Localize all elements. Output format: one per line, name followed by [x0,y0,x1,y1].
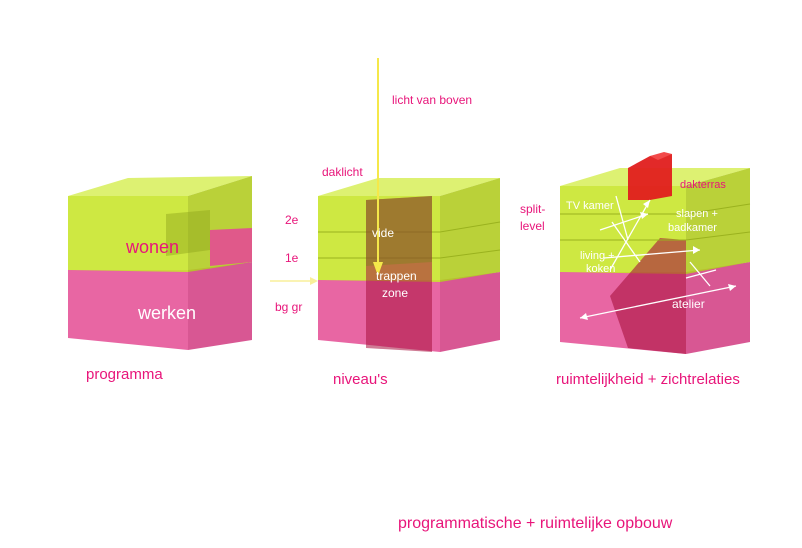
ruimte-pink-side [686,262,750,354]
wonen-inner-step [166,210,210,256]
floor-line-2e [318,221,501,233]
niveau-lime-top [318,178,500,196]
arrow-icon [580,200,736,320]
footer-title: programmatische + ruimtelijke opbouw [398,515,673,532]
vide-zone [366,196,432,266]
level-1e-label: 1e [285,251,299,265]
wonen-label: wonen [125,237,179,257]
trappen-zone [366,196,432,352]
floor-line-lower [560,231,751,241]
level-bg-label: bg gr [275,300,302,314]
level-2e-label: 2e [285,213,299,227]
dakterras-top [650,152,672,160]
tv-kamer-label: TV kamer [566,200,614,212]
split-label: split- [520,202,545,216]
block-programma: wonen werken programma [68,176,252,383]
badkamer-label: badkamer [668,222,717,234]
werken-label: werken [137,303,196,323]
vide-label: vide [372,226,394,240]
ruimte-lime-side [686,168,750,274]
niveau-pink-side [440,272,500,352]
wonen-volume-top [68,176,252,196]
niveaus-caption: niveau's [333,371,388,388]
atelier-label: atelier [672,297,705,311]
block-ruimtelijkheid: split- level TV kamer dakterras slapen +… [520,152,751,388]
split-level-wedge [610,238,686,354]
arrow-icon [373,262,383,276]
programma-caption: programma [86,366,163,383]
arrow-icon [310,277,318,285]
floor-line-1e [318,249,501,259]
koken-label: koken [586,263,615,275]
floor-line-upper [560,203,751,215]
licht-label: licht van boven [392,93,472,107]
level-label: level [520,219,545,233]
dakterras-volume [628,154,672,200]
sight-lines [579,195,737,319]
werken-volume-front [68,270,188,350]
daklicht-label: daklicht [322,165,363,179]
zone-label: zone [382,286,408,300]
werken-volume-side [188,262,252,350]
trappen-label: trappen [376,269,417,283]
slapen-label: slapen + [676,208,718,220]
dakterras-label: dakterras [680,179,726,191]
block-niveaus: licht van boven daklicht 2e 1e bg gr vid… [270,58,501,388]
wonen-volume-front [68,196,188,272]
ruimtelijkheid-caption: ruimtelijkheid + zichtrelaties [556,371,740,388]
werken-inner-step [210,228,252,266]
living-label: living + [580,250,615,262]
